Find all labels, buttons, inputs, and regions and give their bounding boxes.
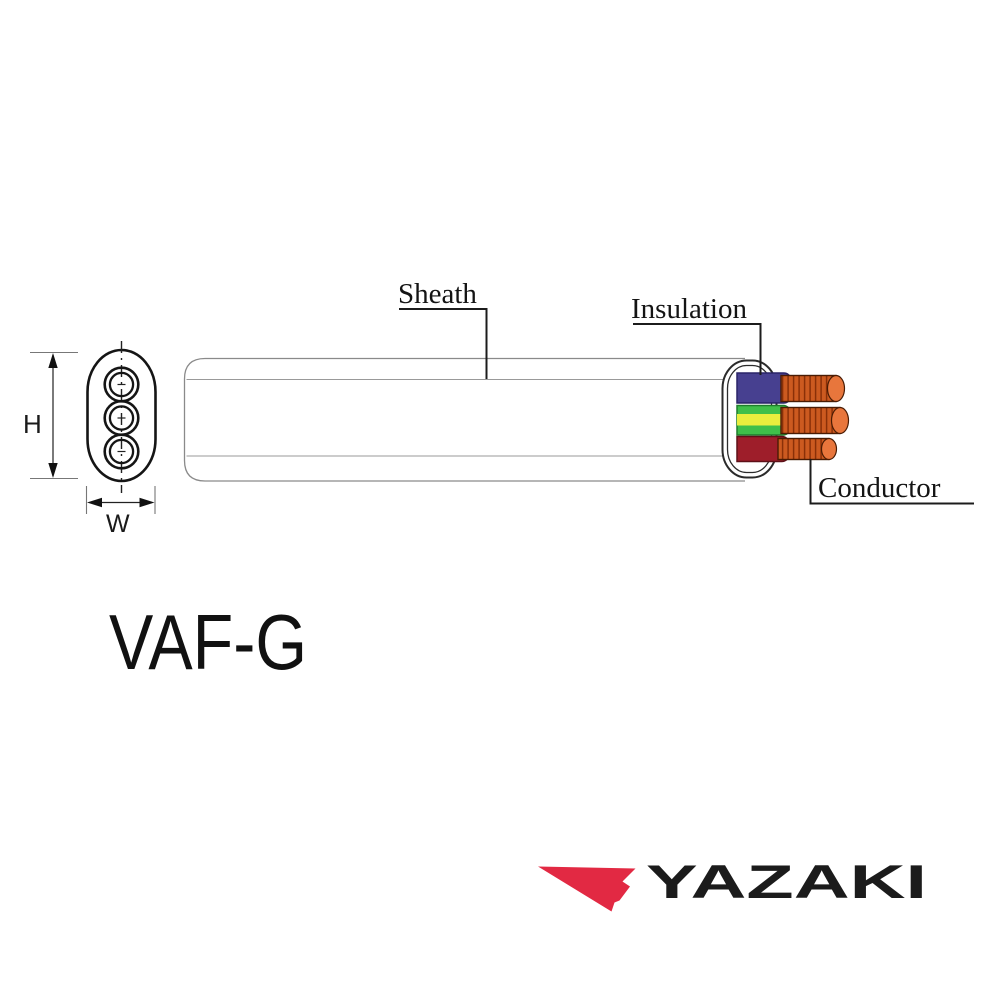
yazaki-mark-icon [538,866,636,912]
height-dim-arrow-down-icon [48,463,58,478]
sheath-leader-line [399,308,488,379]
height-dim-arrow-up-icon [48,353,58,368]
width-dimension: W [85,486,156,538]
core-conductor-circle-bottom [108,438,135,465]
insulation-leader-line [633,323,762,375]
cable-side-view [183,357,850,482]
insulation-label: Insulation [631,293,747,325]
conductor-bottom [777,437,838,461]
width-dim-arrow-left-icon [87,497,102,508]
height-dimension: H [23,351,78,480]
conductor-bottom-end-cap [820,437,838,461]
brand-name: YAZAKI [646,855,927,908]
cross-section-view: H W [23,341,157,538]
conductor-leader-line [809,459,974,505]
conductor-label: Conductor [818,472,941,504]
height-dim-label: H [23,409,42,439]
product-name: VAF-G [109,598,307,686]
conductor-middle-end-cap [830,406,850,435]
sheath-body-outline [183,357,745,482]
sheath-label: Sheath [398,278,477,310]
core-insulation-circle-bottom [103,433,140,470]
callouts: Sheath Insulation Conductor [398,278,974,505]
conductor-middle [780,406,850,435]
core-conductor-circle-middle [108,405,135,431]
conductor-middle-body [780,406,841,435]
width-dim-label: W [106,510,130,538]
core-conductor-circle-top [108,371,135,398]
conductor-top-end-cap [826,374,846,403]
brand-logo: YAZAKI [538,855,927,912]
width-dim-arrow-right-icon [139,497,155,508]
conductor-top [780,374,846,403]
wire-insulation-yellow-stripe [737,414,793,426]
